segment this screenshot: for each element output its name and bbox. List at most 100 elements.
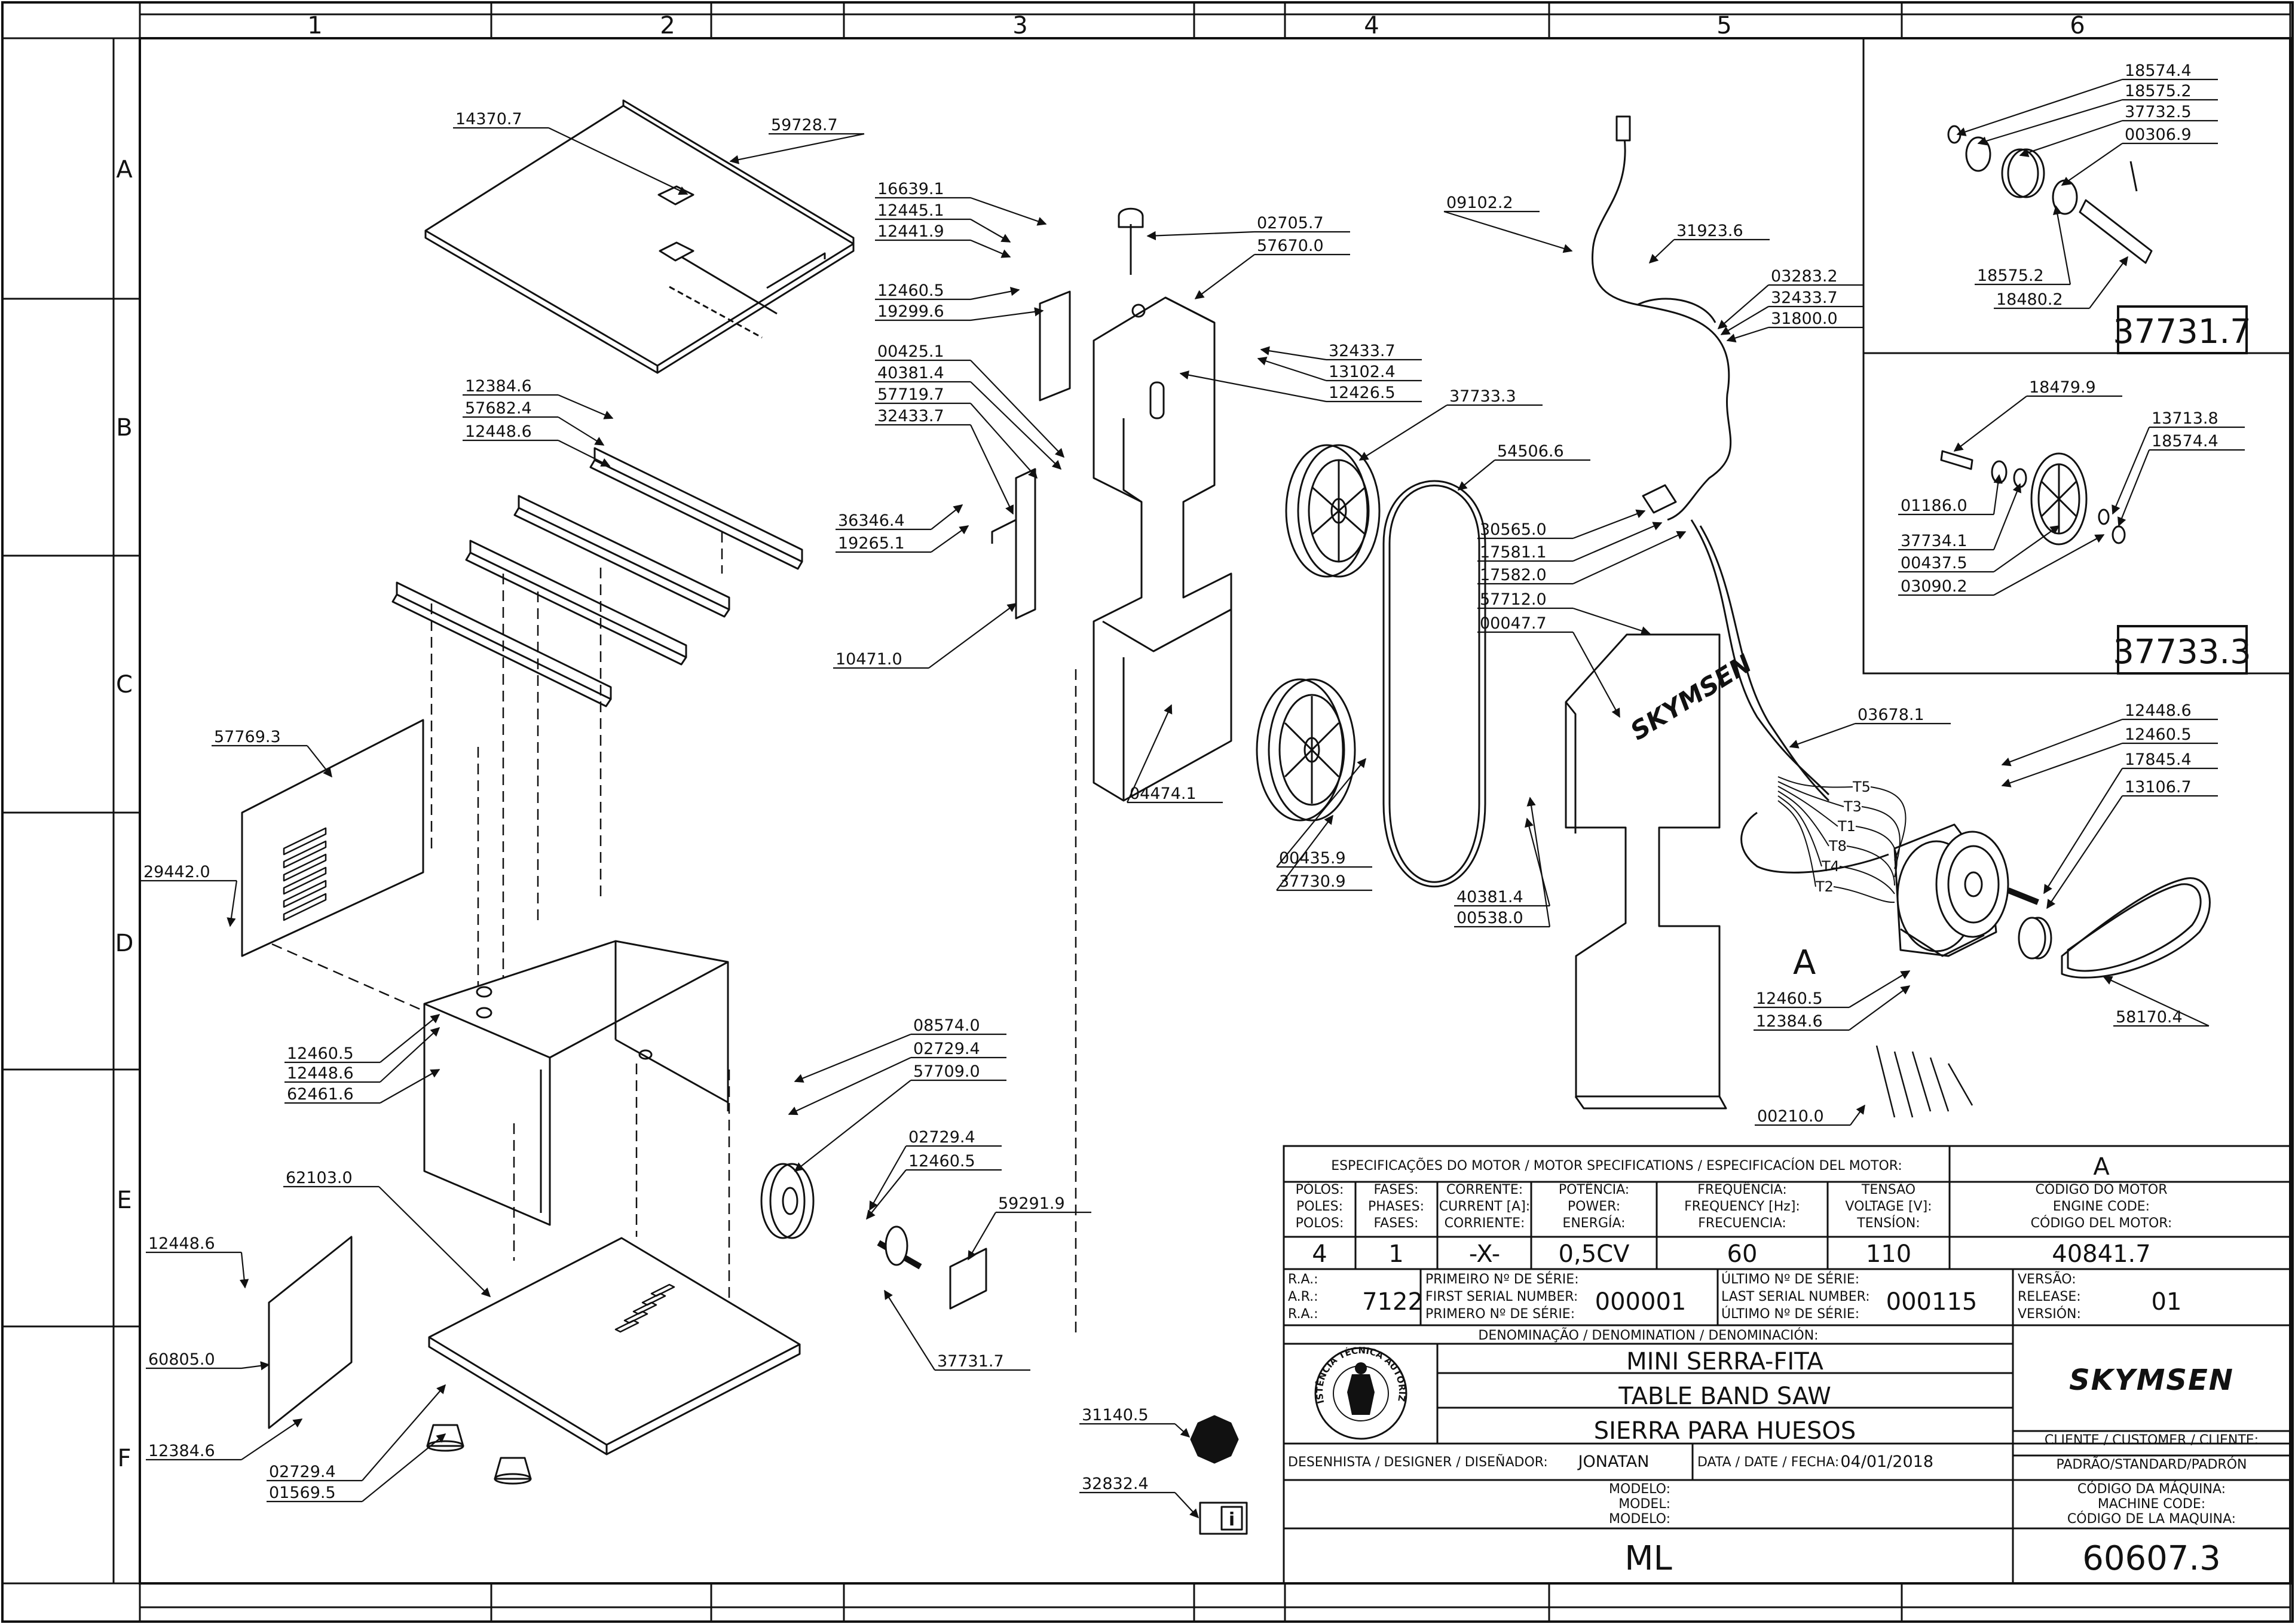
last-serial-label-1: ÚLTIMO Nº DE SÉRIE: (1721, 1271, 1859, 1287)
part-number-12460-5e: 12460.5 (1756, 989, 1823, 1008)
grid-row-label: E (117, 1187, 131, 1214)
detail-box-37731-7: 37731.7 (2113, 312, 2251, 351)
part-number-57769-3: 57769.3 (214, 728, 281, 746)
machine-code-label-3: CÓDIGO DE LA MAQUINA: (2067, 1511, 2236, 1527)
part-number-31800-0: 31800.0 (1771, 310, 1838, 328)
part-number-08574-0: 08574.0 (913, 1016, 980, 1035)
part-number-37733-3a: 37733.3 (1449, 387, 1516, 406)
loose-screws (1875, 1045, 1973, 1118)
machine-code-value: 60607.3 (2082, 1539, 2221, 1578)
last-serial-label-2: LAST SERIAL NUMBER: (1721, 1289, 1870, 1304)
part-number-02705-7: 02705.7 (1257, 214, 1324, 232)
spec-value: 60 (1727, 1240, 1758, 1268)
version-label-2: RELEASE: (2018, 1289, 2081, 1304)
spec-value: 110 (1866, 1240, 1911, 1268)
spec-label-2: FREQUENCY [Hz]: (1684, 1199, 1800, 1214)
designer-label: DESENHISTA / DESIGNER / DISEÑADOR: (1288, 1454, 1548, 1470)
wire-label-t5: T5 (1852, 779, 1871, 795)
part-number-12384-6a: 12384.6 (465, 377, 532, 396)
part-number-31923-6: 31923.6 (1676, 222, 1743, 240)
first-serial-label-1: PRIMEIRO Nº DE SÉRIE: (1425, 1271, 1579, 1287)
cabinet (423, 940, 729, 1226)
first-serial-value: 000001 (1595, 1288, 1687, 1316)
grid-column-label: 1 (307, 12, 322, 39)
model-label-2: MODEL: (1618, 1497, 1670, 1512)
part-number-18574-4b: 18574.4 (2152, 432, 2218, 451)
blade-guide-bracket (991, 207, 1144, 620)
part-number-19265-1: 19265.1 (838, 534, 905, 553)
grid-row-label: A (116, 156, 133, 183)
motor-spec-columns: PÓLOS:POLES:POLOS:4FASES:PHASES:FASES:1C… (1296, 1181, 1932, 1268)
spec-label-3: TENSÍON: (1856, 1215, 1920, 1231)
parts-artwork (241, 99, 2211, 1535)
part-number-16639-1: 16639.1 (877, 180, 944, 198)
v-belt (2061, 877, 2211, 979)
grid-row-label: D (115, 930, 134, 957)
part-number-40381-4b: 40381.4 (1456, 888, 1523, 906)
base-plate (428, 1237, 801, 1456)
part-number-12426-5: 12426.5 (1329, 384, 1396, 402)
spec-label-3: ENERGÍA: (1562, 1215, 1625, 1231)
machine-code-label-2: MACHINE CODE: (2098, 1497, 2205, 1512)
detail-box-37733-3: 37733.3 (2113, 633, 2251, 672)
part-number-12445-1: 12445.1 (877, 201, 944, 220)
part-number-40381-4a: 40381.4 (877, 364, 944, 382)
part-number-57719-7: 57719.7 (877, 385, 944, 404)
ra-label-1: R.A.: (1288, 1272, 1318, 1287)
engine-code-label-1: CÓDIGO DO MOTOR (2035, 1182, 2167, 1197)
power-cable (1591, 115, 1889, 874)
part-number-00538-0: 00538.0 (1456, 909, 1523, 927)
part-number-32433-7a: 32433.7 (877, 407, 944, 425)
part-number-03090-2: 03090.2 (1901, 577, 1967, 596)
table-top (424, 99, 855, 374)
ra-value: 7122 (1362, 1288, 1423, 1316)
part-number-18575-2b: 18575.2 (1977, 266, 2044, 285)
detail-boxes (1862, 37, 2291, 675)
part-number-32433-7b: 32433.7 (1329, 342, 1396, 360)
part-number-12448-6c: 12448.6 (148, 1234, 215, 1253)
wire-label-t2: T2 (1815, 878, 1834, 895)
part-number-13106-7: 13106.7 (2125, 778, 2192, 796)
grid-column-label: 5 (1716, 12, 1731, 39)
part-number-01186-0: 01186.0 (1901, 497, 1967, 515)
first-serial-label-2: FIRST SERIAL NUMBER: (1425, 1289, 1578, 1304)
version-value: 01 (2152, 1288, 2182, 1316)
spec-label-2: POWER: (1568, 1199, 1620, 1214)
engine-code-label-2: ENGINE CODE: (2053, 1199, 2150, 1214)
part-number-37734-1: 37734.1 (1901, 532, 1967, 550)
name-spanish: SIERRA PARA HUESOS (1594, 1417, 1856, 1445)
part-number-31140-5: 31140.5 (1082, 1406, 1149, 1424)
part-number-37731-7b: 37731.7 (937, 1352, 1004, 1371)
part-number-04474-1: 04474.1 (1130, 785, 1197, 803)
spec-label-1: TENSÃO (1861, 1181, 1915, 1197)
engine-code-label-3: CÓDIGO DEL MOTOR: (2031, 1215, 2172, 1231)
spec-label-3: FASES: (1374, 1216, 1419, 1231)
designer-value: JONATAN (1577, 1453, 1650, 1471)
part-number-12441-9: 12441.9 (877, 222, 944, 241)
part-number-60805-0: 60805.0 (148, 1350, 215, 1369)
part-number-00210-0: 00210.0 (1757, 1107, 1824, 1126)
engine-code-value: 40841.7 (2052, 1240, 2150, 1268)
spec-label-3: FRECUENCIA: (1698, 1216, 1786, 1231)
date-value: 04/01/2018 (1840, 1453, 1933, 1471)
front-column-cover (1565, 633, 1727, 1110)
part-number-02729-4a: 02729.4 (269, 1463, 336, 1481)
spec-value: 0,5CV (1559, 1240, 1630, 1268)
model-label-3: MODELO: (1609, 1512, 1670, 1527)
part-number-13713-8: 13713.8 (2152, 409, 2218, 428)
model-value: ML (1624, 1539, 1672, 1578)
last-serial-label-3: ÚLTIMO Nº DE SÉRIE: (1721, 1306, 1859, 1322)
main-frame (1093, 296, 1232, 802)
cross-rails (391, 447, 803, 707)
manual-i-glyph: i (1229, 1509, 1235, 1530)
motor-spec-header: ESPECIFICAÇÕES DO MOTOR / MOTOR SPECIFIC… (1331, 1157, 1902, 1173)
grid-row-label: C (116, 671, 133, 698)
part-number-03678-1: 03678.1 (1858, 706, 1924, 724)
motor-callout-letter: A (1793, 943, 1816, 982)
